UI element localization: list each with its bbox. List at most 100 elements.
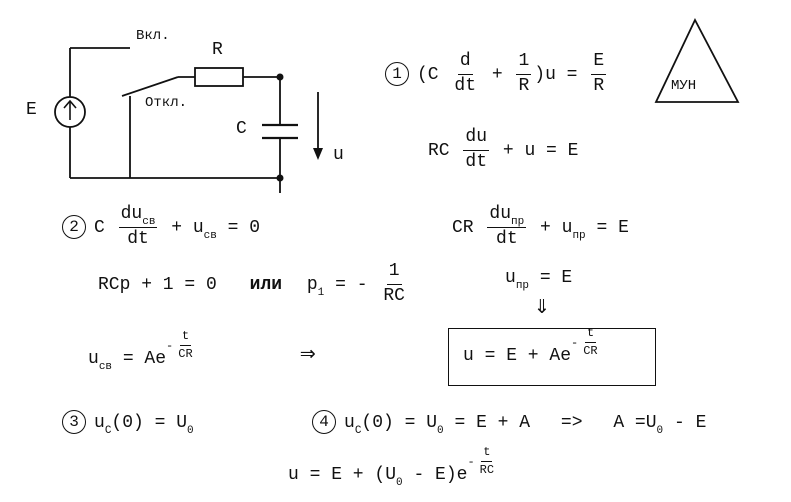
exp-sign: - — [571, 335, 579, 350]
subscript: св — [142, 216, 156, 228]
eq-part: = - — [335, 275, 368, 296]
p1: p — [306, 275, 318, 296]
eq-part: )u = — [534, 65, 578, 86]
subscript: 0 — [396, 476, 403, 489]
subscript: 0 — [437, 424, 444, 437]
frac-num: t — [179, 329, 192, 347]
frac-den: dt — [454, 75, 477, 96]
frac-num: 1 — [516, 51, 532, 75]
subscript: 0 — [187, 424, 194, 437]
eq-part: u — [88, 348, 99, 369]
subscript: пр — [515, 280, 530, 292]
down-arrow-icon: ⇓ — [534, 291, 550, 321]
eq-part: A =U — [613, 412, 657, 433]
switch-blade — [121, 76, 179, 97]
eq-part: RCp + 1 = 0 — [98, 275, 217, 296]
du: du — [489, 204, 512, 224]
eq-part: CR — [452, 218, 474, 239]
eq-part: => — [560, 412, 583, 433]
frac-den: CR — [583, 344, 598, 359]
eq-part: + u = E — [502, 141, 579, 162]
frac-num: t — [584, 326, 597, 344]
subscript: пр — [572, 230, 586, 243]
capacitor-label: C — [236, 119, 247, 139]
subscript: C — [104, 424, 112, 437]
frac-den: dt — [496, 228, 518, 249]
frac-num: du — [463, 127, 490, 151]
frac-den: CR — [178, 347, 193, 362]
switch-off-label: Откл. — [145, 95, 188, 111]
frac-den: R — [518, 75, 530, 96]
subscript: C — [354, 424, 362, 437]
eq-part: = E — [539, 268, 573, 288]
subscript: св — [203, 230, 217, 243]
eq-part: - E — [673, 412, 707, 433]
voltage-arrow-head — [313, 148, 323, 160]
mun-triangle — [654, 17, 740, 103]
subscript: 1 — [317, 287, 325, 300]
source-label: E — [26, 100, 37, 120]
eq-part: u — [505, 268, 516, 288]
exp-sign: - — [467, 454, 475, 469]
frac-den: dt — [127, 228, 149, 249]
frac-den: dt — [465, 151, 488, 172]
eq-part: = Ae — [122, 348, 167, 369]
mun-badge-text: МУН — [671, 78, 697, 94]
eq-part: + u — [171, 218, 204, 239]
eq-part: u — [94, 412, 105, 433]
frac-num: E — [591, 51, 607, 75]
eq-part: + u — [540, 218, 573, 239]
eq-part: RC — [428, 141, 450, 162]
frac-num: duпр — [487, 204, 527, 228]
or-word: или — [249, 275, 283, 296]
eq-part: - E)e — [413, 464, 468, 485]
eq-part: = E — [596, 218, 629, 239]
frac-den: RC — [479, 463, 495, 478]
frac-num: 1 — [386, 261, 402, 285]
eq-part: (0) = U — [111, 412, 188, 433]
eq-part: u — [344, 412, 355, 433]
step-number-3: 3 — [62, 410, 86, 434]
voltage-label: u — [333, 145, 344, 165]
frac-num: t — [481, 445, 493, 463]
node-top — [276, 73, 284, 81]
du: du — [120, 204, 143, 224]
eq-part: C — [94, 218, 105, 239]
forced-solution: uпр = E — [505, 268, 573, 292]
step-number-1: 1 — [385, 62, 409, 87]
node-bottom — [276, 174, 284, 182]
switch-on-label: Вкл. — [136, 28, 170, 44]
frac-den: RC — [383, 285, 405, 306]
eq-part: + — [491, 65, 503, 86]
resistor-label: R — [212, 40, 223, 60]
resistor — [194, 67, 244, 87]
eq-part: u = E + Ae — [463, 345, 572, 366]
subscript: 0 — [656, 424, 664, 437]
exp-sign: - — [166, 338, 174, 353]
frac-num: d — [457, 51, 473, 75]
eq-part: (0) = U — [361, 412, 438, 433]
subscript: пр — [511, 216, 525, 228]
eq-part: (C — [417, 65, 439, 86]
